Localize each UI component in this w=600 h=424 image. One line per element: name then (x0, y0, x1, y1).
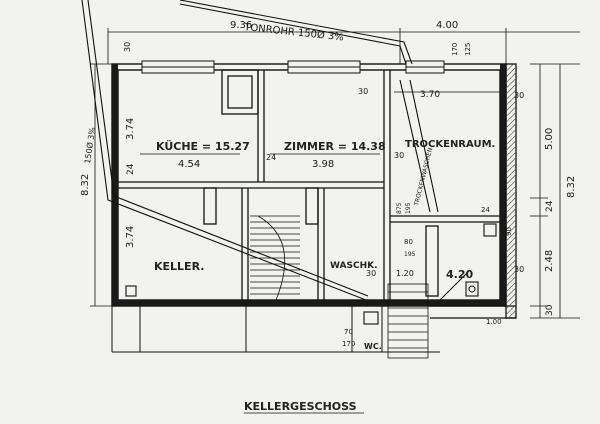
dim-trocken-30-left: 30 (394, 151, 404, 160)
dim-left-lower: 3.74 (125, 226, 136, 248)
dim-top-170: 170 (451, 43, 459, 56)
dim-right-upper: 5.00 (544, 128, 555, 150)
dim-left-total: 8.32 (80, 174, 91, 196)
room-keller-label: KELLER. (154, 260, 204, 273)
windows (141, 60, 445, 74)
foundation (111, 306, 440, 353)
dim-trocken-width: 3.70 (420, 90, 440, 100)
dim-right-total: 8.32 (566, 176, 577, 198)
dim-wall-24: 24 (266, 153, 276, 162)
dim-right-lower: 2.48 (544, 250, 555, 272)
dim-bottom-100: 1.00 (486, 318, 502, 326)
chimney (221, 69, 259, 115)
annex-hatch (506, 64, 516, 318)
dim-small-90: 90 (505, 227, 513, 236)
dim-opening-80: 80 (404, 238, 413, 246)
dim-wasch-30: 30 (366, 269, 376, 278)
room-trockenraum-label: TROCKENRAUM. (405, 139, 495, 150)
dimension-lines (90, 28, 580, 319)
stairs (250, 215, 300, 301)
dim-top-30: 30 (123, 42, 132, 52)
dim-opening-195: 195 (405, 202, 412, 214)
dim-opening-195b: 195 (404, 251, 416, 258)
dim-right-mid: 24 (545, 200, 555, 212)
wall-fill (112, 64, 506, 306)
room-small-label: 4.20 (446, 268, 473, 281)
sheet-title: KELLERGESCHOSS (244, 400, 357, 413)
room-zimmer-label: ZIMMER = 14.38 (284, 140, 386, 153)
dim-small-24: 24 (481, 206, 490, 214)
dim-wc-170: 170 (342, 340, 355, 348)
fixtures (125, 223, 497, 325)
dim-right-bottom: 30 (545, 304, 555, 316)
outside-stairs (387, 283, 429, 359)
dim-top-left: 9.36 (230, 20, 252, 31)
room-kueche-label: KÜCHE = 15.27 (156, 139, 250, 153)
room-waschk-label: WASCHK. (330, 261, 378, 271)
dim-top-125: 125 (464, 43, 472, 56)
dim-upper-30: 30 (358, 87, 368, 96)
dim-left-mid: 24 (126, 163, 136, 175)
dim-trocken-30-right: 30 (514, 91, 524, 100)
dim-kueche-width: 4.54 (178, 159, 200, 170)
dim-left-upper: 3.74 (125, 118, 136, 140)
dim-zimmer-width: 3.98 (312, 159, 334, 170)
dim-side-30: 30 (514, 265, 524, 274)
room-wc-label: WC. (364, 342, 382, 351)
dim-top-right: 4.00 (436, 20, 458, 31)
dim-opening-875: 875 (396, 202, 403, 214)
dim-opening-120: 1.20 (396, 269, 414, 278)
dim-wc-70: 70 (344, 328, 353, 336)
